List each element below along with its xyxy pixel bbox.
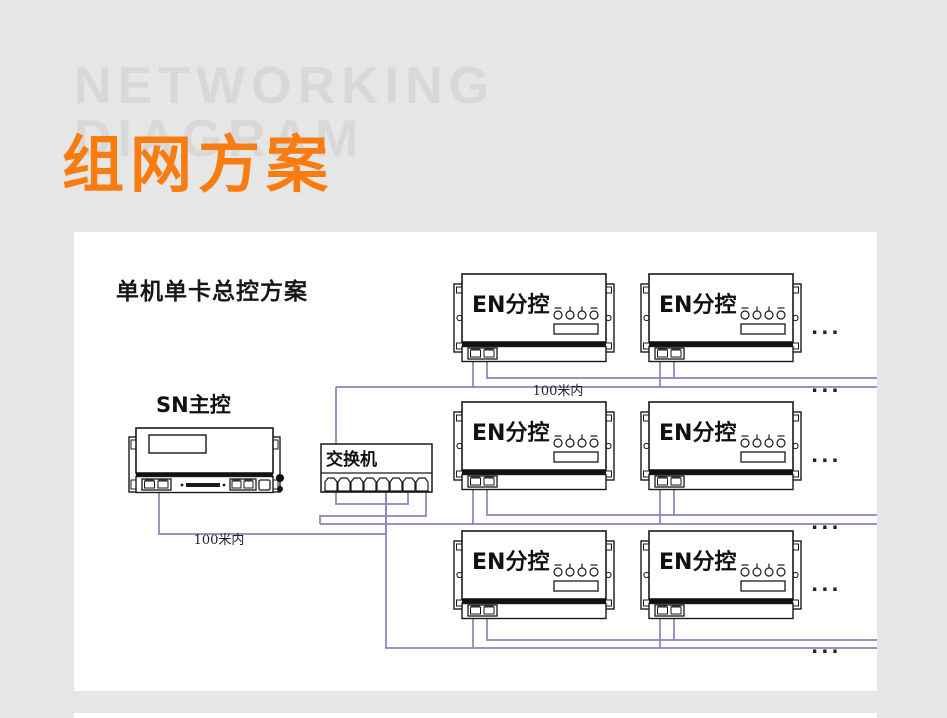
cable-layer [158, 362, 877, 649]
device-network-switch[interactable]: 交换机 [320, 443, 433, 493]
en-label-r3c1: EN分控 [472, 549, 549, 575]
en-sub-controller-r3c2[interactable]: EN分控 [640, 530, 802, 620]
ellipsis-row3-devices: ... [811, 574, 842, 596]
switch-label: 交换机 [326, 449, 377, 470]
en-label-r3c2: EN分控 [659, 549, 736, 575]
sn-master-display [148, 434, 207, 454]
watermark-line-2: DIAGRAM [74, 110, 365, 168]
ellipsis-row1-devices: ... [811, 317, 842, 339]
distance-label-switch-sub: 100米内 [533, 383, 584, 399]
en-sub-controller-r2c2[interactable]: EN分控 [640, 401, 802, 491]
switch-port-row[interactable] [324, 477, 429, 492]
en-sub-controller-r2c1[interactable]: EN分控 [453, 401, 615, 491]
sn-master-port-group[interactable] [141, 478, 172, 491]
distance-label-master-switch: 100米内 [194, 532, 245, 548]
ellipsis-bottom-cables: ... [811, 636, 842, 658]
en-sub-controller-r1c1[interactable]: EN分控 [453, 273, 615, 363]
device-sn-master[interactable]: SN主控 [128, 393, 284, 494]
cable-switch-to-row2 [319, 492, 427, 524]
ellipsis-row1-cables: ... [811, 375, 842, 397]
watermark-line-1: NETWORKING [74, 57, 496, 115]
cable-master-to-switch [158, 490, 387, 535]
cable-switch-to-row3-bus [385, 494, 877, 649]
ellipsis-row2-devices: ... [811, 445, 842, 467]
network-topology-diagram: SN主控 交 [128, 273, 877, 658]
cable-row1-unit1-portB [486, 362, 877, 379]
page-title: 组网方案 [62, 128, 335, 201]
en-sub-controller-r1c2[interactable]: EN分控 [640, 273, 802, 363]
en-sub-controller-r3c1[interactable]: EN分控 [453, 530, 615, 620]
en-label-r1c2: EN分控 [659, 292, 736, 318]
page-header: NETWORKING DIAGRAM 组网方案 [0, 0, 947, 232]
en-label-r2c2: EN分控 [659, 420, 736, 446]
sn-master-label: SN主控 [156, 393, 231, 417]
cable-row2-unit1-portB [486, 490, 877, 516]
en-label-r1c1: EN分控 [472, 292, 549, 318]
cable-row3-unit1-portB [486, 619, 877, 641]
diagram-subtitle: 单机单卡总控方案 [116, 279, 308, 305]
ellipsis-row3-cables: ... [811, 512, 842, 534]
en-label-r2c1: EN分控 [472, 420, 549, 446]
next-section-panel [74, 713, 877, 718]
